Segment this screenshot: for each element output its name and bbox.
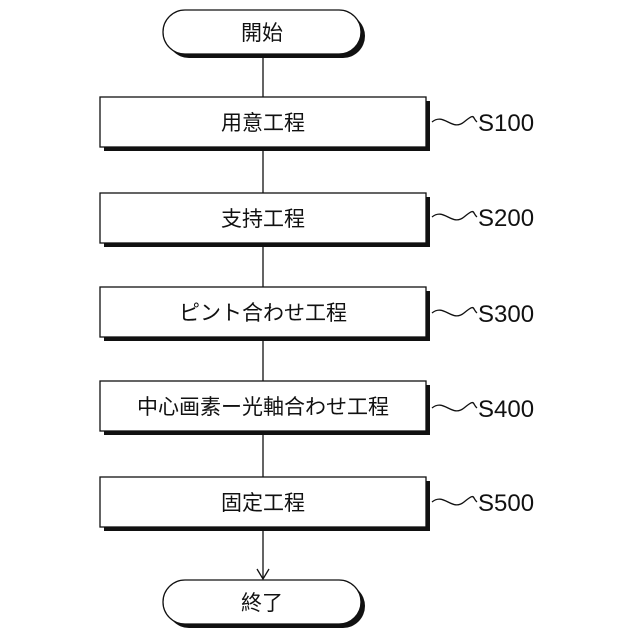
step-s200: 支持工程 S200 bbox=[100, 193, 534, 247]
step-s200-leader bbox=[432, 212, 477, 220]
step-s300-label: ピント合わせ工程 bbox=[179, 301, 347, 325]
end-terminal: 終了 bbox=[163, 580, 365, 628]
step-s500: 固定工程 S500 bbox=[100, 477, 534, 531]
step-s100-code: S100 bbox=[478, 110, 534, 137]
step-s500-label: 固定工程 bbox=[221, 491, 305, 515]
step-s200-label: 支持工程 bbox=[221, 207, 305, 231]
step-s500-code: S500 bbox=[478, 490, 534, 517]
step-s400-leader bbox=[432, 403, 477, 411]
step-s300: ピント合わせ工程 S300 bbox=[100, 287, 534, 341]
step-s100: 用意工程 S100 bbox=[100, 97, 534, 151]
start-terminal: 開始 bbox=[163, 10, 365, 58]
start-terminal-label: 開始 bbox=[241, 21, 283, 45]
step-s500-leader bbox=[432, 497, 477, 505]
end-terminal-label: 終了 bbox=[241, 591, 283, 615]
step-s100-label: 用意工程 bbox=[221, 111, 305, 135]
step-s400-code: S400 bbox=[478, 396, 534, 423]
step-s300-code: S300 bbox=[478, 301, 534, 328]
step-s400-label: 中心画素ー光軸合わせ工程 bbox=[137, 395, 389, 419]
step-s300-leader bbox=[432, 308, 477, 316]
step-s400: 中心画素ー光軸合わせ工程 S400 bbox=[100, 381, 534, 435]
step-s200-code: S200 bbox=[478, 205, 534, 232]
step-s100-leader bbox=[432, 117, 477, 125]
